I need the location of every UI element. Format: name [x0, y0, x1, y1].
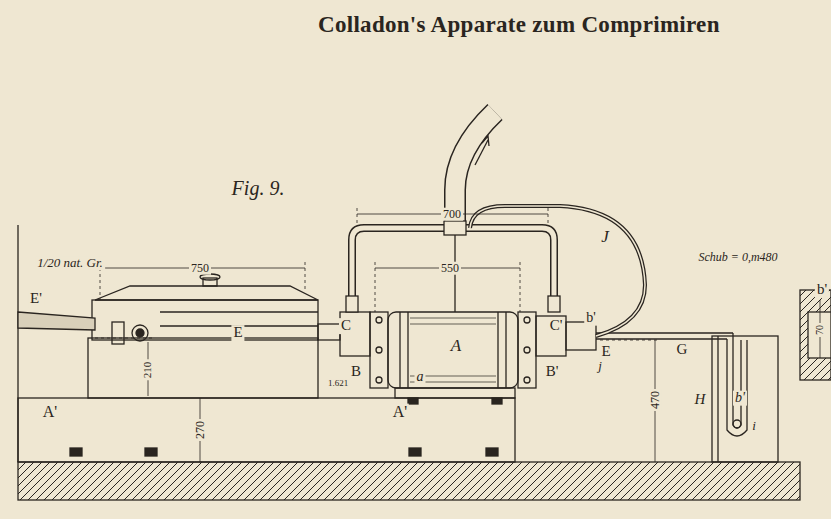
dimension-number: 550	[439, 262, 461, 275]
part-letter: A'	[41, 404, 59, 421]
plate-title: Colladon's Apparate zum Comprimiren	[318, 12, 720, 38]
part-letter: i	[750, 419, 758, 433]
part-letter: H	[693, 392, 708, 408]
part-letter: A	[449, 337, 463, 355]
part-letter: E'	[28, 291, 44, 307]
part-letter: E	[599, 344, 612, 360]
part-letter: C'	[548, 318, 565, 334]
part-letter: 1/20 nat. Gr.	[35, 256, 105, 270]
part-letter: J	[599, 228, 611, 246]
dimension-number: 750	[189, 262, 211, 275]
part-letter: a	[415, 370, 426, 385]
part-letter: A'	[391, 404, 409, 421]
part-letter: C	[339, 318, 353, 334]
part-letter: j	[596, 359, 604, 373]
dimension-number: 470	[649, 389, 662, 411]
part-letter: G	[675, 342, 690, 358]
part-letter: b'	[584, 311, 598, 326]
part-letter: Fig. 9.	[230, 178, 287, 199]
part-letter: B'	[544, 364, 561, 380]
dimension-number: 210	[142, 360, 154, 381]
part-letter: B	[349, 364, 363, 380]
dimension-number: 70	[815, 323, 826, 337]
dimension-number: 700	[441, 208, 463, 221]
part-letter: b'	[733, 391, 747, 406]
part-letter: Schub = 0,m480	[696, 251, 779, 264]
part-letter: E	[231, 325, 244, 341]
dimension-number: 270	[194, 419, 207, 441]
dimension-number: 1.621	[326, 379, 350, 388]
part-letter: b'	[815, 282, 829, 298]
